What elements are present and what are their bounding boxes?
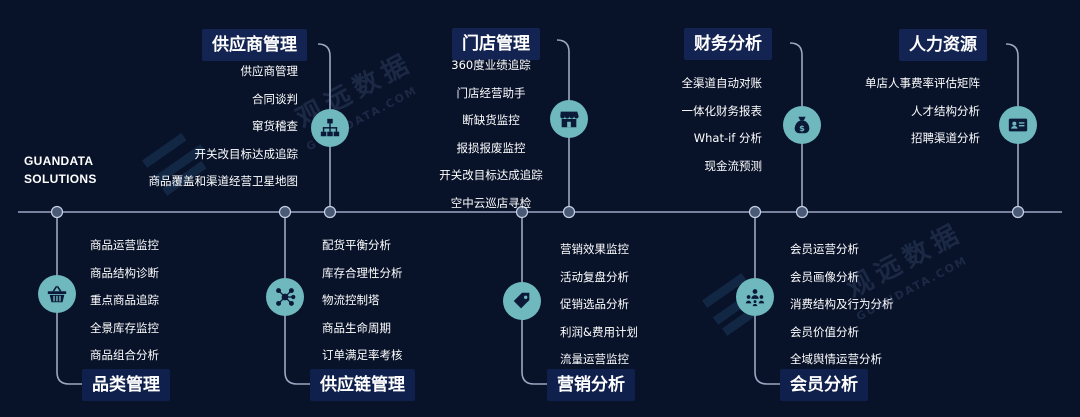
section-title-supply-chain: 供应链管理 bbox=[310, 369, 415, 401]
list-item: 单店人事费率评估矩阵 bbox=[865, 76, 980, 90]
list-item: 360度业绩追踪 bbox=[451, 58, 531, 72]
list-item: 合同谈判 bbox=[252, 91, 298, 106]
id-card-icon bbox=[999, 106, 1037, 144]
category-items: 商品运营监控 商品结构诊断 重点商品追踪 全景库存监控 商品组合分析 bbox=[90, 232, 159, 370]
list-item: 流量运营监控 bbox=[560, 352, 629, 366]
list-item: 全景库存监控 bbox=[90, 320, 159, 335]
list-item: 门店经营助手 bbox=[456, 85, 526, 100]
section-title-hr: 人力资源 bbox=[899, 29, 987, 61]
money-bag-icon: $ bbox=[783, 106, 821, 144]
list-item: 配货平衡分析 bbox=[322, 238, 391, 252]
section-title-finance: 财务分析 bbox=[684, 28, 772, 60]
list-item: 促销选品分析 bbox=[560, 297, 629, 311]
section-title-category: 品类管理 bbox=[82, 369, 170, 401]
store-icon bbox=[550, 100, 588, 138]
member-items: 会员运营分析 会员画像分析 消费结构及行为分析 会员价值分析 全域舆情运营分析 bbox=[790, 236, 894, 374]
list-item: 人才结构分析 bbox=[911, 103, 980, 118]
list-item: 商品覆盖和渠道经营卫星地图 bbox=[148, 174, 299, 188]
list-item: 招聘渠道分析 bbox=[911, 131, 980, 145]
svg-text:$: $ bbox=[799, 123, 805, 133]
list-item: 重点商品追踪 bbox=[90, 293, 159, 307]
org-chart-icon bbox=[311, 109, 349, 147]
list-item: 窜货稽查 bbox=[252, 119, 298, 133]
list-item: 会员价值分析 bbox=[790, 324, 859, 339]
list-item: 报损报废监控 bbox=[456, 140, 526, 155]
basket-icon bbox=[38, 275, 76, 313]
finance-items: 全渠道自动对账 一体化财务报表 What-if 分析 现金流预测 bbox=[682, 70, 763, 180]
list-item: 全域舆情运营分析 bbox=[790, 352, 882, 366]
list-item: 全渠道自动对账 bbox=[681, 76, 763, 90]
list-item: 空中云巡店寻检 bbox=[450, 195, 532, 210]
list-item: 断缺货监控 bbox=[462, 113, 520, 127]
section-title-marketing: 营销分析 bbox=[547, 369, 635, 401]
brand-line-2: SOLUTIONS bbox=[24, 172, 97, 186]
network-icon bbox=[266, 278, 304, 316]
list-item: 商品生命周期 bbox=[322, 320, 391, 335]
marketing-items: 营销效果监控 活动复盘分析 促销选品分析 利润&费用计划 流量运营监控 bbox=[560, 236, 638, 374]
list-item: 商品结构诊断 bbox=[90, 265, 159, 280]
section-title-supplier: 供应商管理 bbox=[202, 29, 307, 61]
price-tag-icon bbox=[503, 282, 541, 320]
brand-line-1: GUANDATA bbox=[24, 154, 94, 168]
section-title-store: 门店管理 bbox=[452, 28, 540, 60]
list-item: 现金流预测 bbox=[704, 158, 763, 173]
list-item: 一体化财务报表 bbox=[681, 103, 763, 118]
list-item: 物流控制塔 bbox=[322, 293, 380, 307]
section-title-member: 会员分析 bbox=[780, 369, 868, 401]
list-item: 开关改目标达成追踪 bbox=[439, 168, 543, 182]
list-item: 开关改目标达成追踪 bbox=[194, 146, 299, 161]
brand-label: GUANDATA SOLUTIONS bbox=[24, 152, 97, 188]
members-icon bbox=[736, 278, 774, 316]
list-item: 订单满足率考核 bbox=[322, 348, 403, 362]
list-item: 利润&费用计划 bbox=[560, 324, 638, 339]
list-item: 活动复盘分析 bbox=[560, 269, 629, 284]
list-item: 营销效果监控 bbox=[560, 242, 629, 256]
list-item: 消费结构及行为分析 bbox=[790, 297, 894, 311]
list-item: 会员画像分析 bbox=[790, 269, 859, 284]
store-items: 360度业绩追踪 门店经营助手 断缺货监控 报损报废监控 开关改目标达成追踪 空… bbox=[410, 52, 572, 217]
list-item: What-if 分析 bbox=[693, 131, 762, 145]
list-item: 供应商管理 bbox=[240, 64, 299, 78]
list-item: 会员运营分析 bbox=[790, 242, 859, 256]
supply-chain-items: 配货平衡分析 库存合理性分析 物流控制塔 商品生命周期 订单满足率考核 bbox=[322, 232, 403, 370]
list-item: 库存合理性分析 bbox=[322, 265, 403, 280]
list-item: 商品运营监控 bbox=[90, 238, 159, 252]
supplier-items: 供应商管理 合同谈判 窜货稽查 开关改目标达成追踪 商品覆盖和渠道经营卫星地图 bbox=[149, 58, 299, 196]
list-item: 商品组合分析 bbox=[90, 348, 159, 362]
hr-items: 单店人事费率评估矩阵 人才结构分析 招聘渠道分析 bbox=[865, 70, 980, 153]
